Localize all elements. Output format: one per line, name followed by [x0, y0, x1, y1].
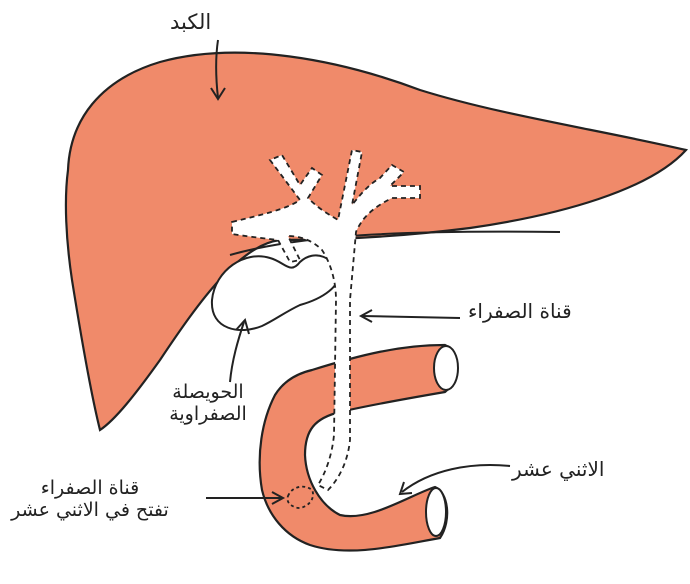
- gallbladder-shape: [212, 255, 338, 330]
- arrow-bile-duct: [362, 316, 460, 318]
- gallbladder-label: الحويصلة الصفراوية: [148, 382, 268, 426]
- arrow-duodenum: [402, 465, 510, 492]
- duodenum-label: الاثني عشر: [512, 458, 604, 481]
- duodenum-lower-opening: [426, 488, 446, 536]
- duct-opening-label-line1: قناة الصفراء: [10, 478, 170, 500]
- duct-opening-label: قناة الصفراء تفتح في الاثني عشر: [10, 478, 170, 522]
- gallbladder-label-line1: الحويصلة: [148, 382, 268, 404]
- duct-opening-label-line2: تفتح في الاثني عشر: [10, 500, 170, 522]
- duodenum-upper-opening: [434, 346, 458, 390]
- gallbladder-label-line2: الصفراوية: [148, 404, 268, 426]
- liver-label: الكبد: [170, 10, 211, 34]
- bile-duct-label: قناة الصفراء: [468, 300, 572, 323]
- arrow-gallbladder: [230, 322, 244, 382]
